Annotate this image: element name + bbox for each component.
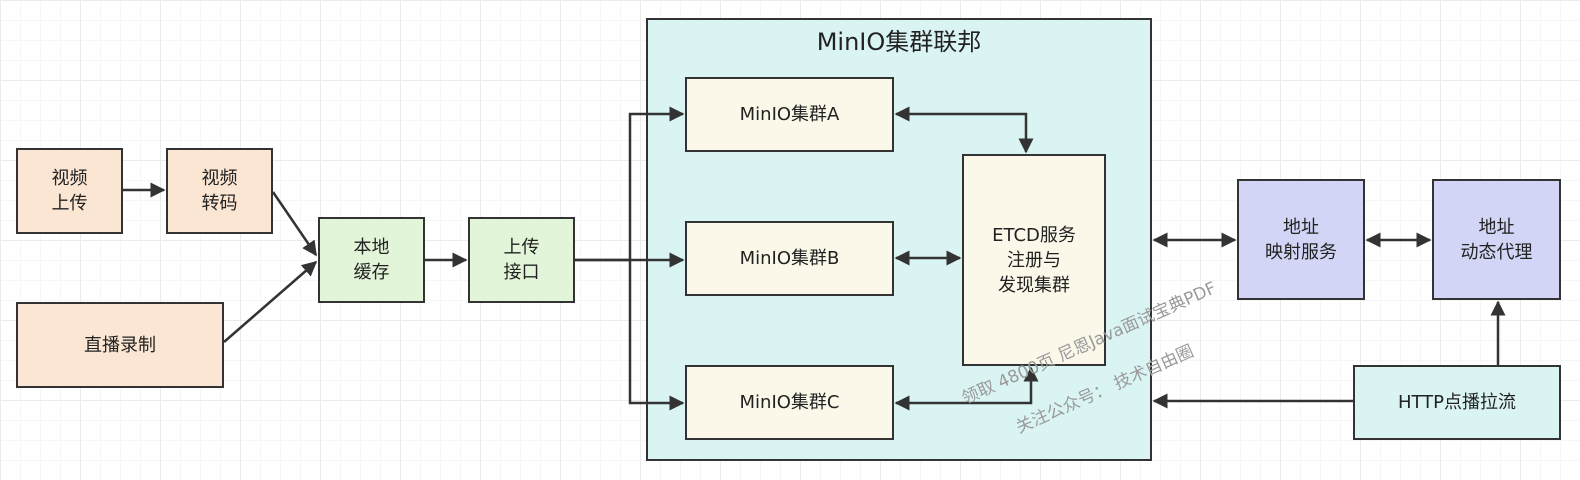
video-transcode-node[interactable]: 视频 转码: [166, 148, 273, 234]
address-mapping-node[interactable]: 地址 映射服务: [1237, 179, 1365, 300]
group-title: MinIO集群联邦: [816, 28, 982, 56]
local-cache-node[interactable]: 本地 缓存: [318, 217, 425, 303]
minio-cluster-a-node[interactable]: MinIO集群A: [685, 77, 894, 152]
upload-api-node[interactable]: 上传 接口: [468, 217, 575, 303]
minio-cluster-b-node[interactable]: MinIO集群B: [685, 221, 894, 296]
etcd-node[interactable]: ETCD服务 注册与 发现集群: [962, 154, 1106, 366]
http-pull-node[interactable]: HTTP点播拉流: [1353, 365, 1561, 440]
minio-cluster-c-node[interactable]: MinIO集群C: [685, 365, 894, 440]
address-proxy-node[interactable]: 地址 动态代理: [1432, 179, 1561, 300]
edge-live-to-cache: [223, 261, 318, 343]
live-record-node[interactable]: 直播录制: [16, 302, 224, 388]
video-upload-node[interactable]: 视频 上传: [16, 148, 123, 234]
edge-transcode-to-cache: [271, 191, 318, 257]
